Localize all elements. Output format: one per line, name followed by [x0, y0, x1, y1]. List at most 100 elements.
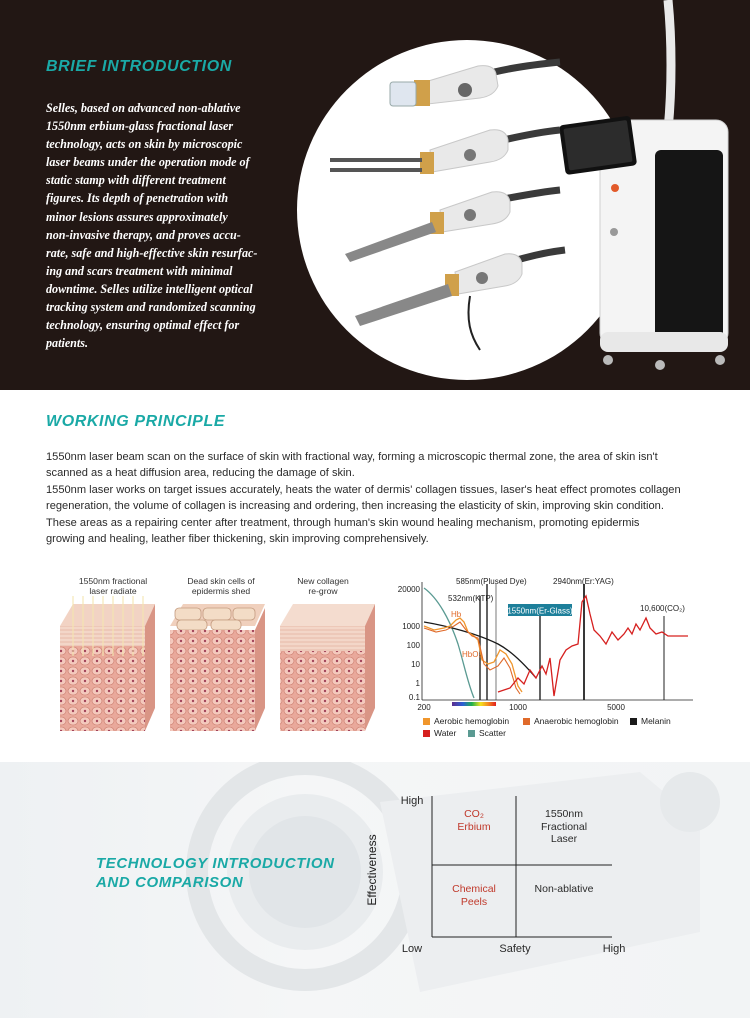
annotation-hbo2: HbO₂	[462, 650, 482, 659]
legend-item-scatter: Scatter	[468, 728, 506, 738]
legend-label: Anaerobic hemoglobin	[534, 716, 619, 726]
technology-heading-line: AND COMPARISON	[96, 874, 244, 891]
y-axis-high-label: High	[400, 795, 424, 807]
annotation-hb: Hb	[451, 610, 462, 619]
skin-label-2: Dead skin cells of epidermis shed	[166, 576, 276, 596]
legend-item-melanin: Melanin	[630, 716, 671, 726]
quadrant-bottom-left: Chemical Peels	[434, 883, 514, 908]
skin-block-3	[280, 604, 375, 731]
intro-line: non-invasive therapy, and proves accu-	[46, 227, 241, 242]
legend-swatch	[468, 729, 475, 737]
intro-line: downtime. Selles utilize intelligent opt…	[46, 281, 253, 296]
working-line: scanned as a heat diffusion area, reduci…	[46, 467, 355, 480]
intro-line: tracking system and randomized scanning	[46, 300, 256, 315]
intro-line: technology, ensuring optimal effect for	[46, 318, 240, 333]
skin-label-line: laser radiate	[89, 586, 137, 596]
legend-swatch	[423, 729, 430, 737]
working-line: 1550nm laser beam scan on the surface of…	[46, 451, 658, 463]
quadrant-line: Laser	[550, 833, 578, 845]
laser-device-illustration	[330, 0, 729, 370]
y-tick-label: 20000	[398, 585, 421, 594]
annotation-1550nm: 1550nm(Er-Glass)	[507, 607, 573, 616]
legend-item-water: Water	[423, 728, 456, 738]
series-aerobic-hemoglobin	[423, 617, 523, 693]
quadrant-line: Erbium	[457, 820, 491, 833]
quadrant-line: Chemical	[452, 883, 496, 895]
intro-line: 1550nm erbium-glass fractional laser	[46, 119, 234, 134]
y-axis-label: Effectiveness	[365, 834, 379, 906]
legend-item-aerobic: Aerobic hemoglobin	[423, 716, 509, 726]
working-principle-heading: WORKING PRINCIPLE	[46, 413, 226, 430]
x-axis-label: Safety	[499, 943, 531, 955]
legend-swatch	[630, 717, 637, 725]
annotation-10600: 10,600(CO₂)	[640, 604, 685, 613]
y-tick-label: 1	[416, 679, 421, 688]
y-tick-label: 10	[411, 660, 420, 669]
intro-line: static stamp with different treatment	[46, 173, 226, 188]
y-tick-label: 0.1	[409, 693, 421, 702]
brief-introduction-heading: BRIEF INTRODUCTION	[46, 58, 232, 75]
annotation-532nm: 532nm(KTP)	[448, 594, 494, 603]
intro-line: minor lesions assures approximately	[46, 209, 228, 224]
intro-line: laser beams under the operation mode of	[46, 155, 250, 170]
skin-block-2	[170, 604, 265, 731]
skin-label-line: Dead skin cells of	[187, 576, 255, 586]
legend-swatch	[423, 717, 430, 725]
working-line: These areas as a repairing center after …	[46, 516, 640, 529]
legend-label: Melanin	[641, 716, 671, 726]
legend-item-anaerobic: Anaerobic hemoglobin	[523, 716, 619, 726]
quadrant-top-right: 1550nm Fractional Laser	[520, 808, 608, 846]
brief-introduction-section: BRIEF INTRODUCTION Selles, based on adva…	[0, 0, 750, 390]
annotation-2940nm: 2940nm(Er:YAG)	[553, 577, 614, 586]
series-scatter	[423, 587, 475, 699]
y-tick-label: 100	[407, 641, 421, 650]
quadrant-line: Fractional	[540, 820, 588, 833]
series-water	[497, 594, 688, 697]
intro-line: Selles, based on advanced non-ablative	[46, 101, 241, 115]
skin-label-line: New collagen	[297, 576, 349, 586]
skin-label-line: 1550nm fractional	[78, 576, 148, 586]
working-line: regeneration, the volume of collagen is …	[46, 500, 664, 513]
absorption-spectrum-chart: 20000 1000 100 10 1 0.1 200 1000 5000	[398, 577, 693, 712]
skin-label-1: 1550nm fractional laser radiate	[58, 576, 168, 596]
working-line: 1550nm laser works on target issues accu…	[46, 483, 681, 496]
working-line: growing and healing, leather fiber thick…	[46, 533, 429, 546]
series-anaerobic-hemoglobin	[423, 621, 521, 695]
visible-spectrum-bar	[452, 702, 496, 706]
annotation-1550-box	[508, 604, 572, 616]
intro-line: figures. Its depth of penetration with	[46, 191, 229, 206]
skin-label-line: re-grow	[308, 586, 338, 596]
intro-line: technology, acts on skin by microscopic	[46, 137, 243, 152]
quadrant-line: CO₂	[464, 808, 484, 820]
technology-comparison-section: TECHNOLOGY INTRODUCTION AND COMPARISON	[0, 762, 750, 1018]
x-tick-label: 200	[417, 703, 431, 712]
working-principle-text: 1550nm laser beam scan on the surface of…	[46, 449, 711, 547]
brief-introduction-text: Selles, based on advanced non-ablative 1…	[46, 99, 286, 352]
technology-heading: TECHNOLOGY INTRODUCTION AND COMPARISON	[96, 854, 335, 892]
legend-label: Water	[434, 728, 457, 738]
quadrant-line: 1550nm	[545, 808, 583, 820]
skin-label-3: New collagen re-grow	[268, 576, 378, 596]
quadrant-bottom-right: Non-ablative	[520, 883, 608, 896]
quadrant-line: Peels	[460, 895, 488, 908]
legend-label: Scatter	[479, 728, 506, 738]
skin-layer-illustrations	[60, 596, 375, 731]
intro-line: patients.	[46, 336, 88, 351]
intro-line: ing and scars treatment with minimal	[46, 263, 233, 278]
legend-label: Aerobic hemoglobin	[434, 716, 510, 726]
x-tick-label: 1000	[509, 703, 527, 712]
series-melanin	[423, 621, 537, 679]
faded-handpiece-background	[186, 762, 720, 992]
x-axis-low-label: Low	[401, 943, 423, 955]
annotation-585nm: 585nm(Plused Dye)	[456, 577, 527, 586]
technology-heading-line: TECHNOLOGY INTRODUCTION	[96, 855, 335, 872]
quadrant-line: Non-ablative	[534, 883, 594, 895]
legend-swatch	[523, 717, 530, 725]
x-tick-label: 5000	[607, 703, 625, 712]
skin-label-line: epidermis shed	[191, 586, 251, 596]
x-axis-high-label: High	[602, 943, 626, 955]
intro-line: rate, safe and high-effective skin resur…	[46, 245, 258, 260]
y-tick-label: 1000	[402, 622, 420, 631]
quadrant-top-left: CO₂ Erbium	[434, 808, 514, 833]
skin-block-1	[60, 596, 155, 731]
